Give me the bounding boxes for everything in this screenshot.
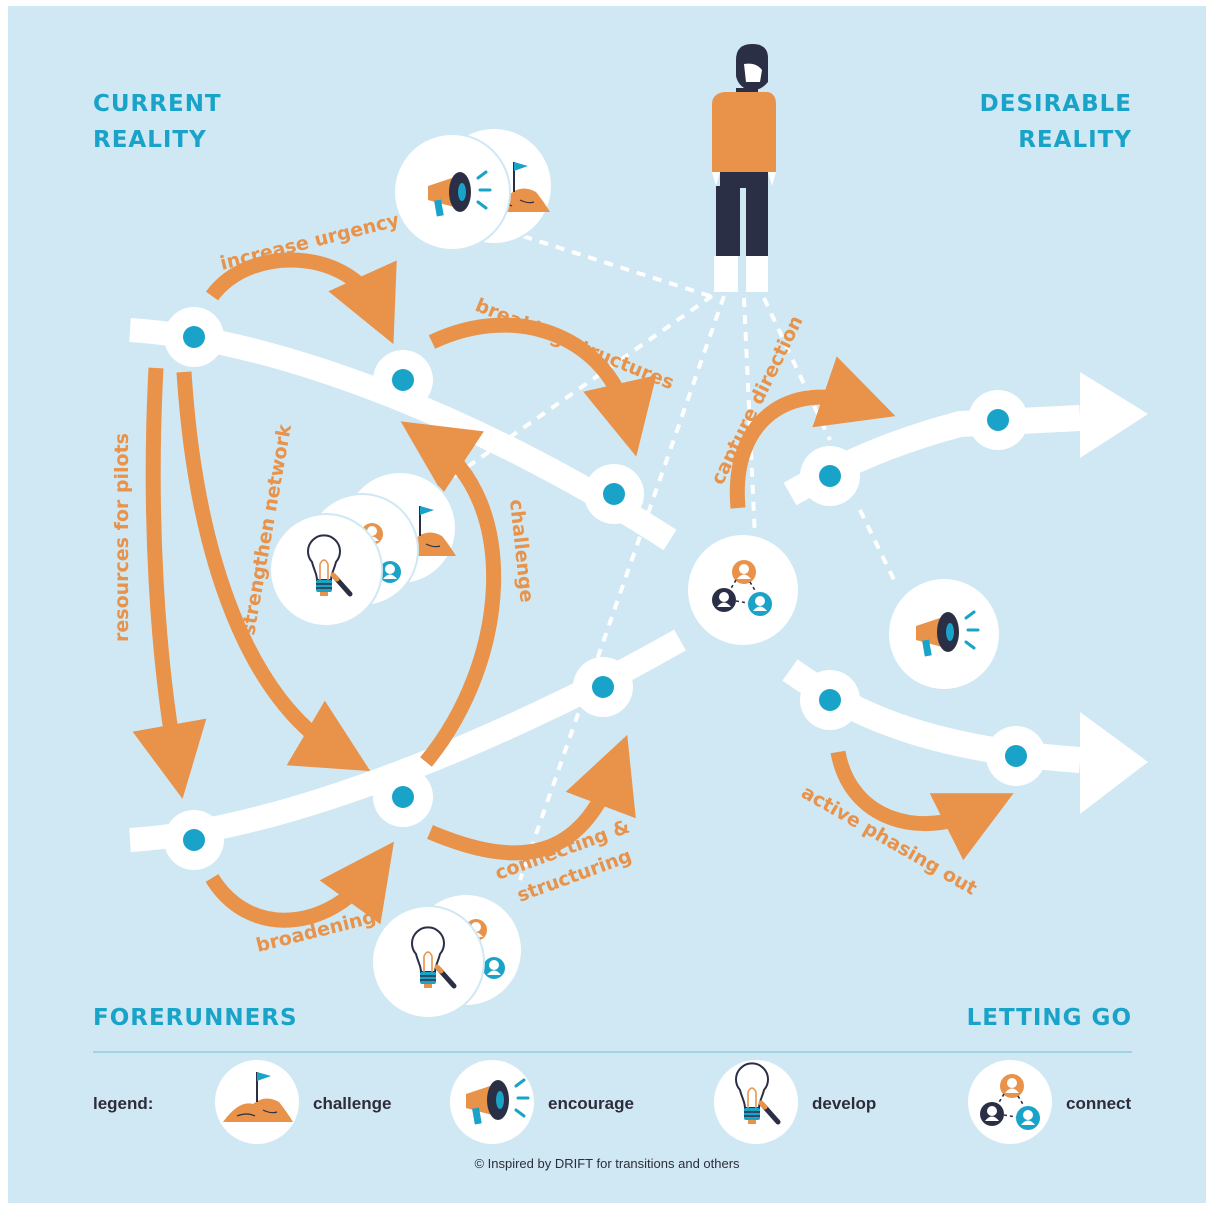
legend-label-connect: connect [1066, 1094, 1132, 1113]
encourage-cluster-right [887, 577, 1001, 691]
desirable-reality-line2: REALITY [1018, 127, 1132, 153]
develop-cluster-center [269, 471, 457, 627]
top-exit-arrowhead [1080, 372, 1148, 458]
credit-line: © Inspired by DRIFT for transitions and … [474, 1156, 740, 1171]
legend-title: legend: [93, 1094, 154, 1113]
label-resources-for-pilots: resources for pilots [111, 433, 133, 642]
letting-go-label: LETTING GO [966, 1005, 1132, 1031]
path-nodes [164, 307, 1046, 870]
current-reality-label: CURRENT REALITY [93, 86, 222, 158]
diagram-background [8, 6, 1206, 1203]
bottom-exit-arrowhead [1080, 712, 1148, 814]
person-figure [712, 44, 776, 292]
current-reality-line2: REALITY [93, 127, 207, 153]
encourage-challenge-cluster [393, 127, 553, 251]
forerunners-label: FORERUNNERS [93, 1005, 298, 1031]
legend-label-challenge: challenge [313, 1094, 392, 1113]
connect-cluster [686, 533, 800, 647]
desirable-reality-line1: DESIRABLE [979, 91, 1132, 117]
desirable-reality-label: DESIRABLE REALITY [960, 86, 1132, 158]
legend-label-encourage: encourage [548, 1094, 634, 1113]
legend-label-develop: develop [812, 1094, 877, 1113]
current-reality-line1: CURRENT [93, 91, 222, 117]
process-arrows [132, 252, 1014, 928]
develop-cluster-bottom [371, 893, 523, 1019]
legend-icons [215, 1060, 1052, 1144]
